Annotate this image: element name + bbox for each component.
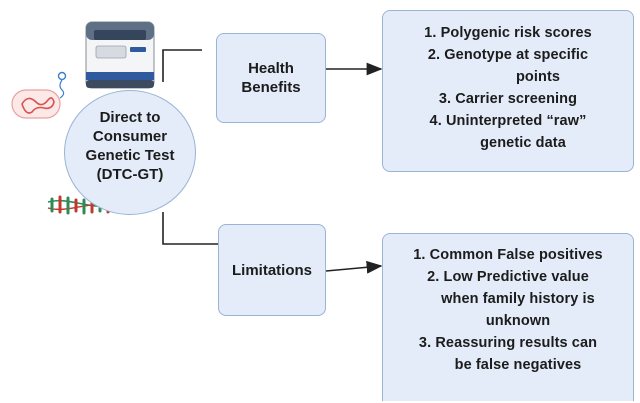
center-title-line-4: (DTC-GT) [96,166,164,183]
connector-center-to-limitations [162,212,218,245]
center-node-title: Direct to Consumer Genetic Test (DTC-GT) [64,108,196,184]
limitations-item-2: 2. Low Predictive value [427,269,589,285]
benefits-item-1: 1. Polygenic risk scores [424,25,592,41]
limitations-item-2-cont-2: unknown [485,313,551,329]
arrow-limitations-to-list [325,260,383,274]
limitations-item-3: 3. Reassuring results can [418,335,598,351]
benefits-item-4: 4. Uninterpreted “raw” [429,113,587,129]
center-node [64,90,196,215]
sequencer-icon [85,21,155,89]
benefits-item-2: 2. Genotype at specific [427,47,589,63]
limitations-label: Limitations [231,261,312,279]
connector-center-to-benefits [162,49,202,82]
limitations-node: Limitations [218,224,326,316]
benefits-list-box: 1. Polygenic risk scores 2. Genotype at … [382,10,634,172]
health-benefits-label: Health Benefits [241,60,301,96]
sample-tube-icon [11,71,67,119]
center-title-line-1: Direct to [99,109,161,126]
health-benefits-node: Health Benefits [216,33,326,123]
limitations-item-1: 1. Common False positives [413,247,603,263]
limitations-item-3-cont: be false negatives [454,357,582,373]
benefits-item-2-cont: points [515,69,561,85]
limitations-list-box: 1. Common False positives 2. Low Predict… [382,233,634,401]
center-title-line-2: Consumer [92,128,168,145]
limitations-item-2-cont-1: when family history is [441,291,595,307]
benefits-item-4-cont: genetic data [480,135,566,151]
benefits-item-3: 3. Carrier screening [438,91,578,107]
center-title-line-3: Genetic Test [85,147,175,164]
